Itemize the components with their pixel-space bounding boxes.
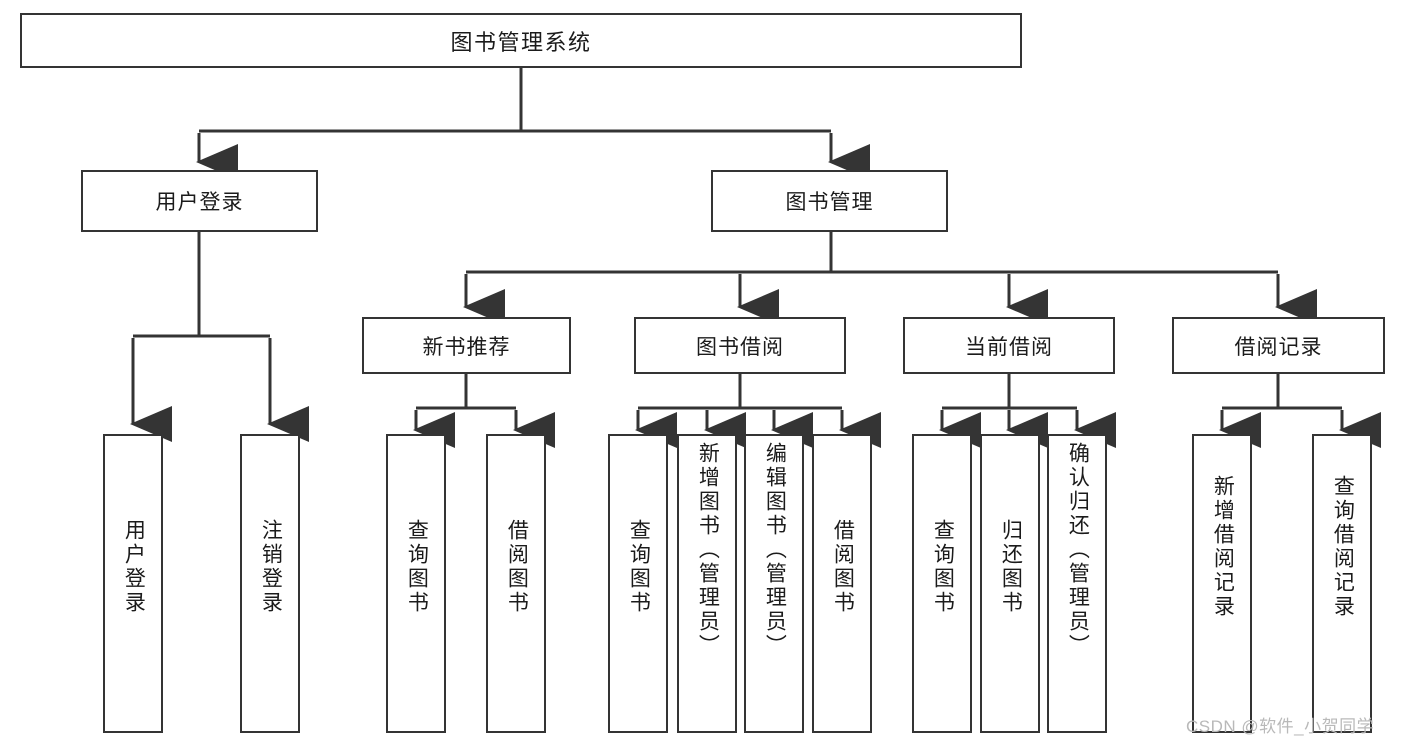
- node-label: 当前借阅: [965, 335, 1053, 359]
- node-label: 查询借阅记录: [1331, 475, 1355, 619]
- leaf-confirm-return-admin[interactable]: 确认归还（管理员）: [1047, 434, 1107, 733]
- node-label: 查询图书: [931, 519, 955, 615]
- node-label: 编辑图书（管理员）: [763, 442, 787, 658]
- node-borrow-record[interactable]: 借阅记录: [1172, 317, 1385, 374]
- node-label: 借阅记录: [1234, 335, 1323, 359]
- leaf-user-login[interactable]: 用户登录: [103, 434, 163, 733]
- node-label: 注销登录: [259, 519, 283, 615]
- leaf-query-book-recommend[interactable]: 查询图书: [386, 434, 446, 733]
- node-label: 新增图书（管理员）: [696, 442, 720, 658]
- node-label: 查询图书: [627, 519, 651, 615]
- leaf-borrow-book-recommend[interactable]: 借阅图书: [486, 434, 546, 733]
- node-new-book-recommend[interactable]: 新书推荐: [362, 317, 571, 374]
- node-label: 归还图书: [999, 519, 1023, 615]
- node-root-system[interactable]: 图书管理系统: [20, 13, 1022, 68]
- leaf-add-book-admin[interactable]: 新增图书（管理员）: [677, 434, 737, 733]
- leaf-add-borrow-record[interactable]: 新增借阅记录: [1192, 434, 1252, 733]
- node-label: 图书借阅: [696, 335, 784, 359]
- node-label: 图书管理系统: [450, 29, 592, 55]
- leaf-query-book-borrow[interactable]: 查询图书: [608, 434, 668, 733]
- node-label: 用户登录: [122, 519, 146, 615]
- leaf-query-book-current[interactable]: 查询图书: [912, 434, 972, 733]
- leaf-return-book[interactable]: 归还图书: [980, 434, 1040, 733]
- leaf-query-borrow-record[interactable]: 查询借阅记录: [1312, 434, 1372, 733]
- node-label: 用户登录: [155, 191, 244, 214]
- node-label: 新书推荐: [422, 335, 511, 359]
- node-current-borrow[interactable]: 当前借阅: [903, 317, 1115, 374]
- node-book-management[interactable]: 图书管理: [711, 170, 948, 232]
- node-label: 借阅图书: [831, 519, 855, 615]
- node-label: 新增借阅记录: [1211, 475, 1235, 619]
- leaf-edit-book-admin[interactable]: 编辑图书（管理员）: [744, 434, 804, 733]
- watermark: CSDN @软件_小贺同学: [1186, 717, 1375, 736]
- leaf-user-logout[interactable]: 注销登录: [240, 434, 300, 733]
- node-book-borrow[interactable]: 图书借阅: [634, 317, 846, 374]
- node-label: 确认归还（管理员）: [1066, 442, 1090, 658]
- node-user-login[interactable]: 用户登录: [81, 170, 318, 232]
- leaf-borrow-book[interactable]: 借阅图书: [812, 434, 872, 733]
- node-label: 查询图书: [405, 519, 429, 615]
- node-label: 借阅图书: [505, 519, 529, 615]
- node-label: 图书管理: [785, 191, 874, 214]
